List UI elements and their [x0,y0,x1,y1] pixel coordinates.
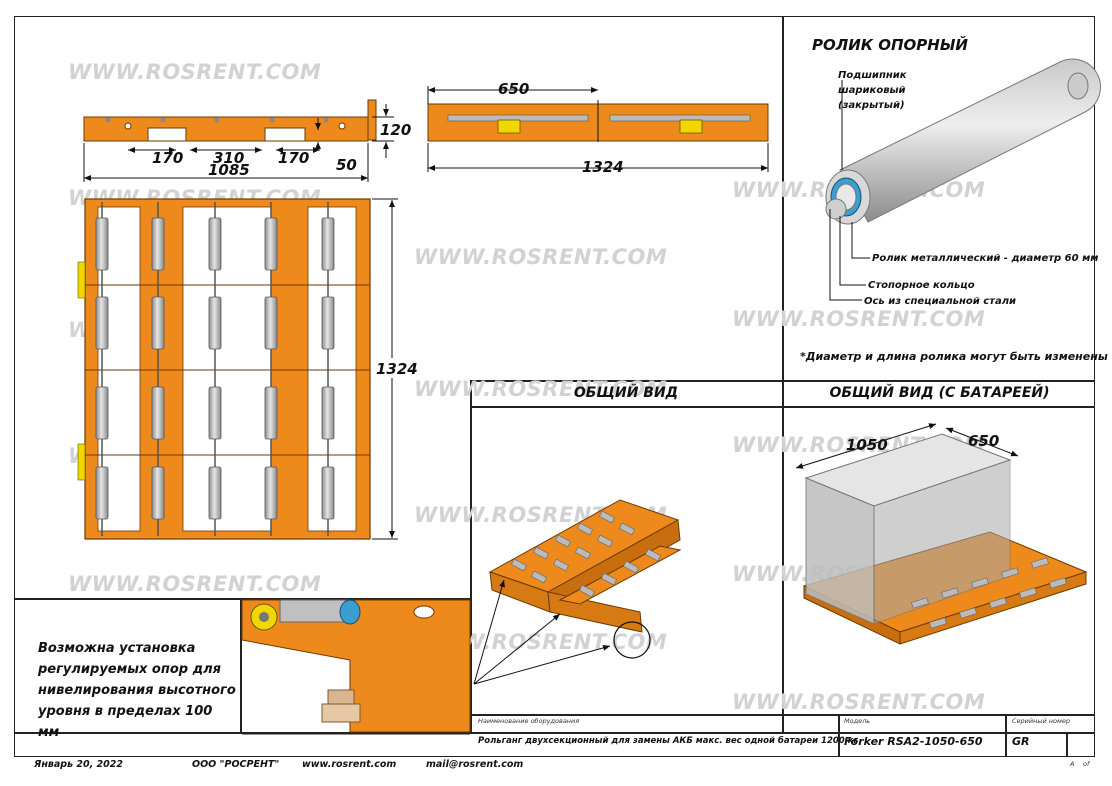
dim-1050: 1050 [846,436,888,454]
divider-title-block [470,714,1095,716]
equipment-name-header: Наименование оборудования [478,717,580,725]
divider-view-headers [470,406,1095,408]
axis-label: Ось из специальной стали [864,296,1016,307]
watermark: WWW.ROSRENT.COM [414,245,668,269]
divider-model [838,714,840,757]
watermark: WWW.ROSRENT.COM [414,377,668,401]
divider-roller-views [470,380,1095,382]
dim-1324-top: 1324 [582,158,624,176]
plan-view [77,198,371,540]
drawing-frame [14,16,1095,757]
divider-general-left [470,380,472,732]
dim-120: 120 [380,121,411,139]
divider-right-column [782,16,784,732]
general-view-title: ОБЩИЙ ВИД [573,385,679,401]
bearing-label-2: шариковый [838,85,906,96]
sheet-label: A [1070,760,1075,768]
equipment-name-value: Рольганг двухсекционный для замены АКБ м… [478,736,858,746]
dim-310: 310 [213,149,244,167]
watermark: WWW.ROSRENT.COM [68,572,322,596]
footer-company: ООО "РОСРЕНТ" [192,759,280,770]
watermark: WWW.ROSRENT.COM [732,307,986,331]
metal-roller-label: Ролик металлический - диаметр 60 мм [872,253,1098,264]
general-view-battery [795,423,1088,645]
watermark: WWW.ROSRENT.COM [68,60,322,84]
info-text: Возможна установка регулируемых опор для… [38,638,238,743]
info-line-3: нивелирования высотного [38,683,236,698]
ring-label: Стопорное кольцо [868,280,975,291]
watermark: WWW.ROSRENT.COM [732,690,986,714]
dim-1324-side: 1324 [376,360,418,378]
info-line-1: Возможна установка [38,641,196,656]
side-view [83,99,377,142]
dim-50: 50 [336,156,357,174]
general-view-battery-title: ОБЩИЙ ВИД (С БАТАРЕЕЙ) [829,385,1050,401]
divider-sheet [1066,732,1068,757]
divider-info-box-top [14,598,471,600]
sheet-of-label: of [1083,760,1090,768]
serial-header: Серийный номер [1012,717,1071,725]
divider-info-box-right [240,598,242,734]
divider-bottom [14,732,1095,734]
serial-value: GR [1012,735,1030,748]
model-header: Модель [844,717,871,725]
model-value: Forker RSA2-1050-650 [844,735,983,748]
bearing-label-3: (закрытый) [838,100,905,111]
front-view [427,100,769,142]
dim-650: 650 [498,80,529,98]
footer-site[interactable]: www.rosrent.com [302,759,397,770]
dim-170-right: 170 [278,149,309,167]
footer-mail[interactable]: mail@rosrent.com [426,759,524,770]
info-line-4: уровня в пределах 100 мм [38,704,213,740]
leveling-foot-detail [241,599,471,735]
general-view-pallet [473,499,682,685]
dim-1085: 1085 [208,161,250,179]
support-roller-illustration [825,58,1101,225]
dim-650-battery: 650 [968,432,999,450]
dim-170-left: 170 [152,149,183,167]
divider-serial [1005,714,1007,757]
footer-date: Январь 20, 2022 [34,759,123,770]
bearing-label-1: Подшипник [838,70,907,81]
roller-footnote: *Диаметр и длина ролика могут быть измен… [800,350,1108,363]
roller-title: РОЛИК ОПОРНЫЙ [812,36,968,54]
info-line-2: регулируемых опор для [38,662,221,677]
